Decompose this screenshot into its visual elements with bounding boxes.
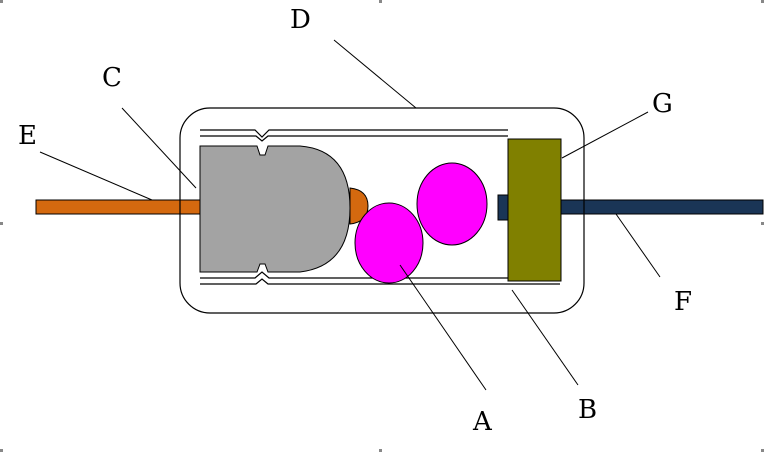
- leader-line-f: [615, 213, 661, 278]
- label-d: D: [290, 5, 311, 35]
- solder-bead: [349, 187, 369, 225]
- label-c: C: [102, 63, 122, 93]
- metal-slug: [199, 145, 351, 273]
- inner-tube-top-wall: [200, 129, 508, 142]
- label-a: A: [472, 407, 493, 437]
- outer-housing: [179, 107, 585, 314]
- leader-line-g: [561, 111, 649, 159]
- inner-tube-bottom-wall: [200, 271, 508, 285]
- left-lead-wire: [35, 199, 205, 215]
- contact-stub: [497, 194, 509, 221]
- leader-line-c: [121, 107, 197, 189]
- pellet-upper: [416, 162, 488, 246]
- label-b: B: [578, 395, 597, 425]
- leader-line-a: [399, 264, 487, 391]
- leader-line-d: [333, 39, 417, 109]
- right-lead-wire: [559, 199, 764, 215]
- label-g: G: [652, 89, 673, 119]
- label-f: F: [674, 287, 692, 317]
- pellet-lower: [354, 202, 424, 284]
- end-cap: [507, 138, 562, 282]
- leader-line-b: [511, 289, 579, 386]
- label-e: E: [18, 121, 37, 151]
- leader-line-e: [39, 151, 153, 201]
